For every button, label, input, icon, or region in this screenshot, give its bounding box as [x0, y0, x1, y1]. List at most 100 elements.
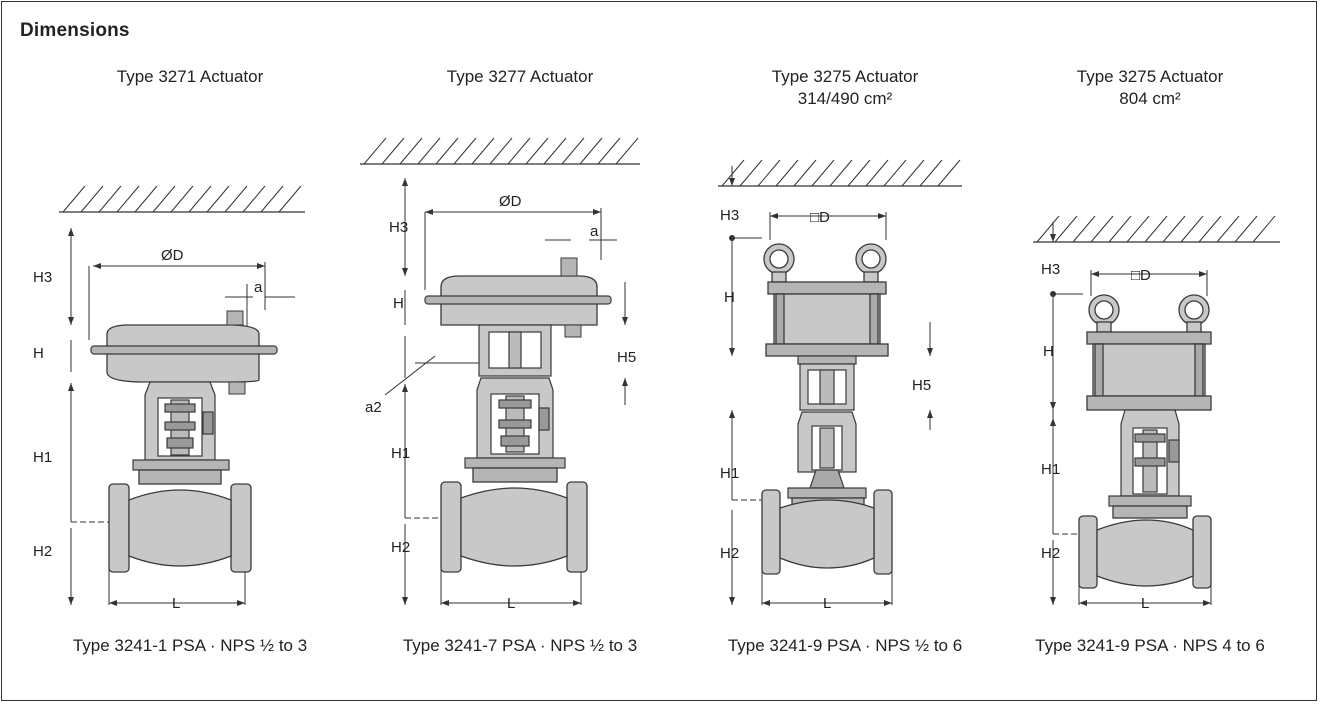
hatch [718, 159, 962, 187]
hatch-stroke [224, 185, 248, 213]
hatch-stroke [793, 159, 817, 187]
label-L: L [1141, 595, 1149, 612]
label-H5: H5 [912, 377, 931, 394]
hatch-stroke [363, 137, 387, 165]
hatch-stroke [757, 159, 781, 187]
dims [70, 228, 295, 605]
actuator-title-line-2: 314/490 cm² [797, 89, 893, 108]
hatch-stroke [417, 137, 441, 165]
label-H: H [724, 289, 735, 306]
labels: H3 ØD a H H1 H2 L [33, 247, 263, 612]
drawing-type-3277: H3 ØD a H H5 a2 H1 H2 L [360, 137, 640, 612]
actuator-diaphragm [424, 257, 612, 338]
hatch-stroke [1180, 215, 1204, 243]
valve-body [1078, 505, 1212, 589]
hatch-stroke [919, 159, 943, 187]
hatch-stroke [134, 185, 158, 213]
label-a: a [590, 223, 599, 240]
label-H2: H2 [33, 543, 52, 560]
label-H5: H5 [617, 349, 636, 366]
hatch-stroke [829, 159, 853, 187]
actuator-diaphragm [90, 310, 278, 395]
actuator-title-line-1: Type 3271 Actuator [116, 67, 264, 86]
label-H3: H3 [389, 219, 408, 236]
label-L: L [172, 595, 180, 612]
hatch-stroke [1054, 215, 1078, 243]
valve-body [108, 469, 252, 573]
label-D: □D [810, 209, 830, 226]
hatch-stroke [1108, 215, 1132, 243]
hatch-stroke [579, 137, 603, 165]
figure-caption: Type 3241-9 PSA · NPS 4 to 6 [1035, 636, 1265, 655]
label-L: L [823, 595, 831, 612]
label-H2: H2 [391, 539, 410, 556]
label-a: a [254, 279, 263, 296]
arrows [1050, 234, 1211, 606]
hatch-stroke [80, 185, 104, 213]
label-H2: H2 [720, 545, 739, 562]
label-H1: H1 [720, 465, 739, 482]
hatch-stroke [847, 159, 871, 187]
piston-actuator [765, 281, 889, 357]
hatch-stroke [739, 159, 763, 187]
label-D: ØD [499, 193, 522, 210]
page-title: Dimensions [20, 20, 130, 41]
hatch-stroke [1198, 215, 1222, 243]
drawing-type-3275-804: H3 □D H H1 H2 L [1033, 215, 1280, 612]
figure-type-3275-804: Type 3275 Actuator 804 cm² [985, 0, 1315, 704]
hatch-stroke [381, 137, 405, 165]
hatch-stroke [1162, 215, 1186, 243]
actuator-title-line-1: Type 3277 Actuator [446, 67, 594, 86]
hatch-stroke [116, 185, 140, 213]
labels: H3 ØD a H H5 a2 H1 H2 L [365, 193, 636, 612]
label-H3: H3 [720, 207, 739, 224]
hatch-stroke [152, 185, 176, 213]
hatch-stroke [811, 159, 835, 187]
yoke [1108, 409, 1192, 507]
hatch-stroke [188, 185, 212, 213]
actuator-title-line-2: 804 cm² [1119, 89, 1181, 108]
label-H1: H1 [391, 445, 410, 462]
hatch-stroke [901, 159, 925, 187]
actuator-title-line-1: Type 3275 Actuator [771, 67, 919, 86]
label-H1: H1 [1041, 461, 1060, 478]
hatch-stroke [721, 159, 745, 187]
hatch-stroke [543, 137, 567, 165]
label-a2: a2 [365, 399, 382, 416]
figure-caption: Type 3241-1 PSA · NPS ½ to 3 [72, 636, 308, 655]
label-D: □D [1131, 267, 1151, 284]
hatch-stroke [170, 185, 194, 213]
label-H3: H3 [1041, 261, 1060, 278]
hatch-stroke [615, 137, 639, 165]
hatch-stroke [206, 185, 230, 213]
hatch-stroke [98, 185, 122, 213]
label-H1: H1 [33, 449, 52, 466]
label-H: H [393, 295, 404, 312]
arrows [729, 178, 933, 606]
eye-bolts [1088, 294, 1210, 333]
actuator-title-line-1: Type 3275 Actuator [1076, 67, 1224, 86]
valve-body [440, 467, 588, 573]
hatch-stroke [62, 185, 86, 213]
label-H: H [33, 345, 44, 362]
hatch [1033, 215, 1280, 243]
figure-type-3277: Type 3277 Actuator [355, 0, 685, 704]
yoke [787, 355, 867, 499]
valve-body [761, 489, 893, 575]
hatch-stroke [507, 137, 531, 165]
hatch-stroke [242, 185, 266, 213]
hatch-stroke [471, 137, 495, 165]
hatch-stroke [399, 137, 423, 165]
hatch-stroke [525, 137, 549, 165]
drawing-type-3271: H3 ØD a H H1 H2 L [33, 185, 305, 612]
label-L: L [507, 595, 515, 612]
hatch-stroke [1036, 215, 1060, 243]
hatch-stroke [489, 137, 513, 165]
label-H2: H2 [1041, 545, 1060, 562]
hatch-stroke [597, 137, 621, 165]
yoke [464, 324, 566, 469]
label-H3: H3 [33, 269, 52, 286]
arrows [68, 228, 265, 606]
hatch-stroke [1090, 215, 1114, 243]
figure-type-3271: Type 3271 Actuator [25, 0, 355, 704]
